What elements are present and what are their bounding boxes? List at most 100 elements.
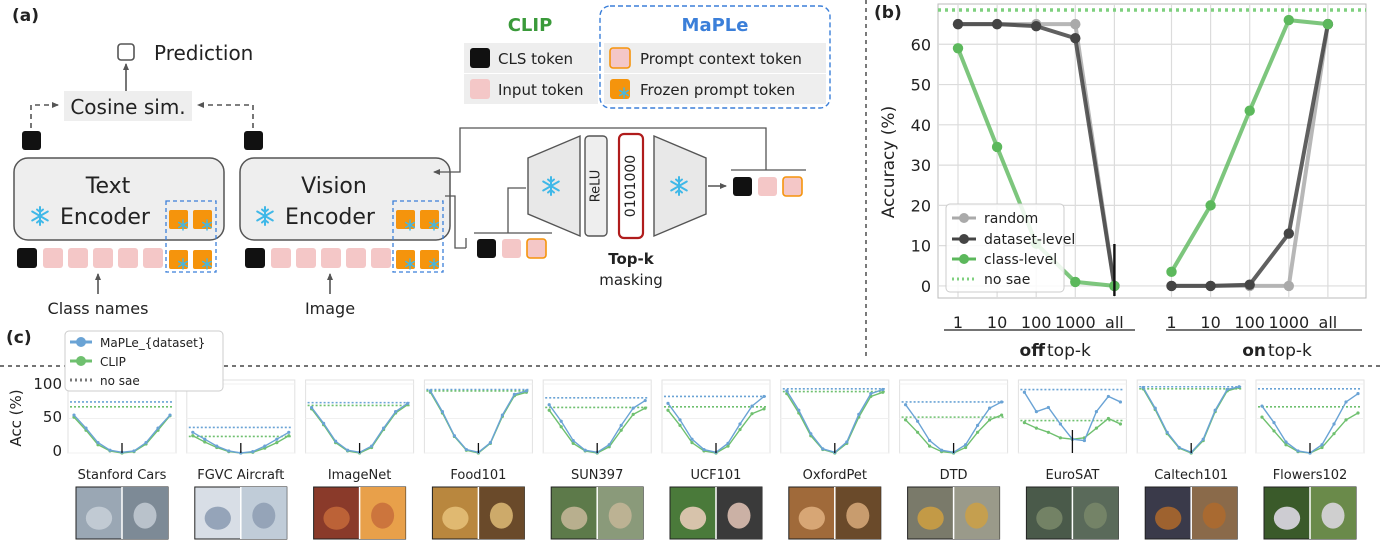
panel-b-legend: random dataset-level class-level no sae (945, 203, 1075, 293)
legend-no-sae: no sae (100, 374, 140, 388)
data-point-maple (559, 419, 563, 423)
data-point-maple (1225, 387, 1229, 392)
data-point-clip (976, 430, 980, 434)
panel-c-label: (c) (6, 328, 32, 348)
xtick-label: 1000 (1268, 313, 1309, 332)
data-point-maple (168, 413, 172, 417)
thumbnail-detail (323, 506, 350, 530)
vision-encoder-line1: Vision (301, 174, 367, 199)
data-point-maple (203, 437, 207, 441)
token-legend: CLIP CLS token Input token MaPLe Prompt … (464, 5, 831, 109)
xtick-label: 1 (953, 313, 963, 332)
ytick-label: 60 (911, 35, 931, 54)
small-multiple-caltech101: Caltech101 (1136, 379, 1246, 540)
data-point-maple (1058, 422, 1062, 426)
xtick-label: 100 (1021, 313, 1052, 332)
dataset-title: DTD (940, 468, 968, 483)
thumbnail-detail (561, 506, 588, 530)
data-point-maple (334, 439, 338, 443)
thumbnail-detail (442, 506, 469, 530)
data-point-dataset-level (1166, 280, 1177, 292)
data-point-clip (619, 428, 623, 432)
data-point-clip (1058, 436, 1062, 440)
dashed-arrow-left (30, 102, 59, 128)
data-point-maple (571, 438, 575, 443)
dataset-title: OxfordPet (803, 468, 867, 483)
dataset-title: Stanford Cars (78, 468, 167, 483)
data-point-dataset-level (952, 18, 964, 30)
data-point-dataset-level (1244, 279, 1255, 290)
data-point-maple (1320, 443, 1324, 447)
data-point-maple (452, 434, 456, 438)
legend-no-sae: no sae (984, 272, 1030, 288)
thumbnail-detail (679, 506, 707, 530)
data-point-maple (547, 403, 551, 407)
maple-prompt-frame-vision (392, 200, 444, 273)
small-multiple-fgvc-aircraft: FGVC Aircraft (186, 379, 296, 540)
data-point-maple (428, 389, 432, 393)
data-point-class-level (1070, 276, 1081, 288)
data-point-maple (500, 413, 504, 417)
data-point-maple (1260, 404, 1264, 408)
data-point-maple (702, 447, 706, 452)
dataset-title: Caltech101 (1154, 468, 1228, 483)
topk-mask-box (617, 132, 645, 240)
thumbnail-detail (489, 502, 513, 529)
data-point-maple (1118, 400, 1122, 404)
data-point-clip (203, 440, 207, 444)
small-multiple-dtd: DTD (899, 379, 1009, 540)
data-point-maple (988, 406, 992, 410)
relu-box (584, 135, 608, 237)
data-point-random (1283, 280, 1295, 292)
data-point-maple (1344, 400, 1348, 404)
input-tokens-text (17, 248, 163, 268)
data-point-maple (464, 447, 468, 452)
data-point-maple (869, 392, 873, 396)
frozen-prompt-tokens-text (169, 210, 213, 270)
data-point-maple (156, 426, 160, 430)
data-point-maple (132, 449, 136, 453)
data-point-maple (512, 392, 517, 396)
data-point-clip (1320, 445, 1324, 450)
thumbnail-detail (965, 502, 989, 529)
small-multiple-eurosat: EuroSAT (1017, 379, 1127, 540)
data-point-maple (488, 441, 492, 445)
data-point-maple (678, 418, 682, 422)
data-point-clip (547, 408, 551, 412)
maple-prompt-frame-text (165, 200, 217, 273)
thumbnail-detail (917, 506, 944, 530)
data-point-maple (726, 441, 730, 445)
legend-maple-title: MaPLe (682, 15, 749, 36)
data-point-maple (964, 443, 968, 447)
xtick-label: 100 (1234, 313, 1265, 332)
data-point-maple (215, 444, 219, 448)
data-point-clip (666, 408, 670, 412)
thumbnail-detail (798, 506, 825, 530)
sae-encoder-trapezoid (527, 134, 581, 238)
data-point-maple (762, 394, 766, 399)
data-point-maple (144, 441, 148, 445)
thumbnail-detail (1273, 506, 1301, 530)
data-point-clip (750, 412, 754, 416)
data-point-maple (1332, 422, 1336, 426)
data-point-clip (762, 407, 766, 411)
xtick-label: all (1105, 313, 1124, 332)
data-point-maple (809, 432, 813, 436)
small-multiple-ucf101: UCF101 (661, 379, 771, 540)
data-point-maple (440, 410, 444, 414)
data-point-maple (524, 389, 529, 393)
data-point-clip (928, 444, 932, 448)
subplot-frame (1255, 379, 1365, 454)
data-point-maple (310, 405, 314, 410)
small-multiple-oxfordpet: OxfordPet (780, 379, 890, 540)
data-point-random (1070, 18, 1081, 30)
data-point-clip (881, 390, 885, 394)
legend-cls-token: CLS token (498, 50, 573, 68)
group-off-bold: off (1020, 341, 1046, 361)
data-point-clip (1272, 429, 1276, 433)
data-point-dataset-level (1031, 20, 1042, 32)
thumbnail-detail (204, 506, 231, 530)
data-point-maple (904, 403, 908, 407)
panel-c-ylabel: Acc (%) (7, 389, 25, 446)
